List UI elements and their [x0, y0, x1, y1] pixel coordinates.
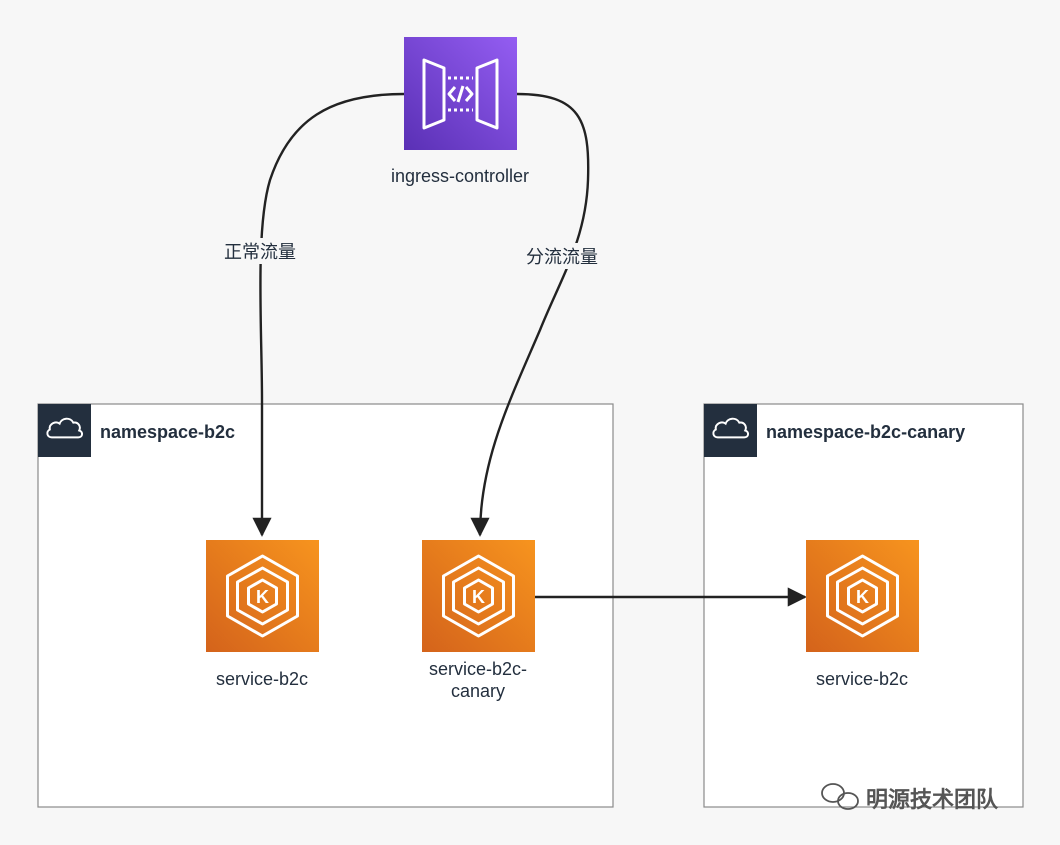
- edge-normal-traffic: [252, 92, 405, 537]
- node-service-b2c-canary-ns: [806, 540, 919, 652]
- ingress-controller-label: ingress-controller: [390, 166, 530, 186]
- node-service-b2c: [206, 540, 319, 652]
- group-header-badge: [704, 404, 757, 457]
- wechat-icon: [821, 783, 859, 810]
- node-ingress-controller: [404, 37, 517, 150]
- service-b2c-label: service-b2c: [215, 669, 309, 689]
- namespace-b2c-canary-title: namespace-b2c-canary: [766, 422, 966, 442]
- edge-normal-traffic-label: 正常流量: [222, 238, 298, 264]
- namespace-b2c-title: namespace-b2c: [100, 422, 236, 442]
- service-b2c-canary-label: service-b2c- canary: [428, 659, 528, 701]
- node-service-b2c-canary: [422, 540, 535, 652]
- watermark-text: 明源技术团队: [866, 788, 999, 813]
- group-header-badge: [38, 404, 91, 457]
- edge-split-traffic-label: 分流流量: [524, 243, 600, 269]
- edge-split-traffic: [470, 92, 590, 537]
- service-b2c-canary-ns-label: service-b2c: [815, 669, 909, 689]
- api-gateway-icon: [422, 58, 499, 130]
